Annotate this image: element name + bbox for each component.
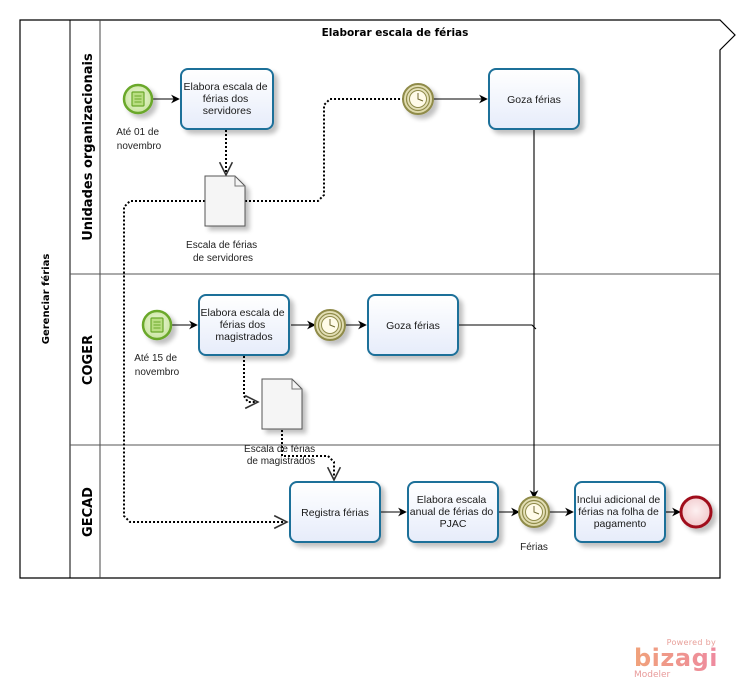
data-object-escala-magistrados-label: Escala de férias de magistrados (244, 444, 318, 467)
lane-label-unidades[interactable]: Unidades organizacionais (81, 53, 96, 241)
assoc-escala-servidores-to-registra[interactable] (123, 200, 287, 522)
data-object-escala-servidores-label: Escala de férias de servidores (186, 240, 260, 264)
start-event-servidores-label: Até 01 de novembro (116, 127, 162, 152)
start-event-magistrados-label: Até 15 de novembro (134, 353, 180, 378)
task-elabora-escala-magistrados[interactable]: Elabora escala de férias dos magistrados (198, 294, 290, 356)
lanes: Unidades organizacionais COGER GECAD (70, 53, 720, 537)
watermark-powered-by: Powered by (666, 638, 716, 647)
end-event[interactable] (679, 495, 713, 529)
assoc-escala-servidores-to-timer[interactable] (245, 98, 403, 202)
assoc-magistrados-to-escala[interactable] (243, 356, 258, 402)
timer-event-unidades[interactable] (402, 83, 434, 115)
assoc-escala-magistrados-to-registra[interactable] (281, 430, 334, 480)
timer-event-coger[interactable] (314, 309, 346, 341)
bizagi-watermark: Powered by bizagi Modeler (628, 638, 728, 688)
data-object-escala-magistrados[interactable] (261, 378, 303, 430)
task-goza-ferias-unidades[interactable]: Goza férias (488, 68, 580, 130)
flow-goza2-to-ferias-timer[interactable] (459, 324, 537, 330)
document-fold-icon (234, 176, 245, 187)
data-object-escala-servidores[interactable] (204, 175, 246, 227)
task-registra-ferias[interactable]: Registra férias (289, 481, 381, 543)
lane-label-coger[interactable]: COGER (81, 335, 96, 385)
document-fold-icon (291, 379, 302, 390)
svg-text:Goza férias: Goza férias (386, 320, 440, 332)
svg-text:Elabora escala anual de: Elabora escala anual de férias do PJAC (410, 494, 496, 530)
svg-text:Goza férias: Goza férias (507, 94, 561, 106)
bizagi-logo: bizagi (634, 644, 718, 672)
start-event-magistrados[interactable] (141, 309, 173, 341)
pool-label: Gerenciar férias (40, 254, 52, 345)
lane-label-gecad[interactable]: GECAD (81, 487, 96, 537)
watermark-product: Modeler (634, 670, 671, 680)
svg-text:Elabora escala de férias: Elabora escala de férias dos magistrados (201, 307, 288, 343)
pool-title: Elaborar escala de férias (322, 27, 469, 39)
sequence-flows (153, 94, 681, 517)
task-elabora-escala-servidores[interactable]: Elabora escala de férias dos servidores (180, 68, 274, 130)
task-elabora-escala-anual[interactable]: Elabora escala anual de férias do PJAC (407, 481, 499, 543)
data-associations (123, 98, 403, 522)
task-goza-ferias-coger[interactable]: Goza férias (367, 294, 459, 356)
svg-text:Registra férias: Registra férias (301, 507, 369, 519)
timer-event-ferias-label: Férias (520, 542, 548, 553)
timer-event-ferias[interactable] (518, 496, 550, 528)
svg-text:Inclui adicional de féri: Inclui adicional de férias na folha de p… (577, 494, 663, 530)
svg-text:Elabora escala de férias: Elabora escala de férias dos servidores (184, 81, 271, 117)
task-inclui-adicional[interactable]: Inclui adicional de férias na folha de p… (574, 481, 666, 543)
start-event-servidores[interactable] (122, 83, 154, 115)
